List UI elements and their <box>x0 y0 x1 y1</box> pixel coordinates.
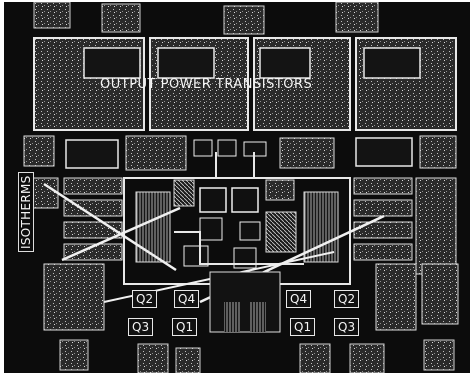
side-blocks <box>23 177 457 275</box>
output-transistor-blocks <box>33 37 457 131</box>
isotherms-label: ISOTHERMS <box>18 172 34 252</box>
die-artwork <box>23 2 459 373</box>
output-power-transistors-title: OUTPUT POWER TRANSISTORS <box>100 77 313 92</box>
label-q1-left: Q1 <box>172 318 198 336</box>
label-q2-right: Q2 <box>334 290 360 308</box>
lower-transistor-area <box>43 263 459 333</box>
label-q3-right: Q3 <box>334 318 360 336</box>
label-q1-right: Q1 <box>290 318 316 336</box>
mid-components <box>23 135 457 171</box>
top-bond-pads <box>33 2 379 35</box>
label-q4-right: Q4 <box>286 290 312 308</box>
label-q3-left: Q3 <box>128 318 154 336</box>
bottom-bond-pads <box>59 339 455 373</box>
label-q2-left: Q2 <box>132 290 158 308</box>
chip-die: OUTPUT POWER TRANSISTORS ISOTHERMS Q2 Q4… <box>4 2 470 373</box>
label-q4-left: Q4 <box>174 290 200 308</box>
